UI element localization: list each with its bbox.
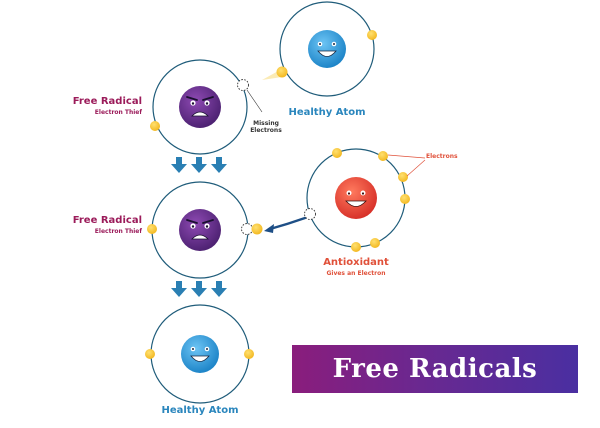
happy-face-icon [190, 346, 210, 362]
banner-title: Free Radicals [332, 354, 538, 384]
electron [145, 349, 155, 359]
free-radical-top [150, 59, 263, 155]
arrow-down-icon [211, 281, 227, 297]
orbit-ring [152, 59, 248, 155]
nucleus [181, 335, 219, 373]
nucleus [179, 209, 221, 251]
arrow-down-icon [211, 157, 227, 173]
free-radical-middle-subtitle: Electron Thief [94, 228, 142, 235]
electron [400, 194, 410, 204]
nucleus [179, 86, 221, 128]
free-radical-middle [147, 181, 263, 279]
title-banner: Free Radicals [292, 345, 578, 393]
free-radical-top-subtitle: Electron Thief [94, 109, 142, 116]
arrow-down-icon [171, 157, 187, 173]
angry-face-icon [186, 96, 214, 117]
electron [367, 30, 377, 40]
smiling-face-icon [345, 190, 367, 207]
orbit-ring [279, 1, 375, 97]
arrow-down-icon [191, 157, 207, 173]
missing-electron-slot [241, 223, 253, 235]
healthy-atom-top [262, 1, 377, 97]
healthy-atom-bottom-label: Healthy Atom [161, 405, 239, 416]
electron [147, 224, 157, 234]
transfer-arrow [264, 216, 307, 233]
down-arrows-lower [171, 281, 227, 297]
electron [244, 349, 254, 359]
healthy-atom-top-label: Healthy Atom [288, 107, 366, 118]
incoming-electron [251, 223, 263, 235]
missing-electrons-label: Missing Electrons [244, 120, 288, 135]
down-arrows-upper [171, 157, 227, 173]
electron [370, 238, 380, 248]
missing-electrons-line2: Electrons [250, 126, 282, 134]
electrons-label: Electrons [426, 153, 458, 160]
missing-electron-slot [237, 79, 249, 91]
arrow-down-icon [171, 281, 187, 297]
given-electron-slot [304, 208, 316, 220]
nucleus [335, 177, 377, 219]
electron [398, 172, 408, 182]
moving-electron [262, 66, 288, 80]
electron [332, 148, 342, 158]
missing-electrons-line1: Missing [253, 120, 279, 127]
pointer-line [406, 159, 426, 177]
free-radical-top-title: Free Radical [72, 96, 142, 107]
pointer-line [387, 154, 426, 159]
antioxidant-atom [304, 148, 426, 252]
happy-face-icon [317, 41, 337, 57]
nucleus [308, 30, 346, 68]
electron [378, 151, 388, 161]
angry-face-icon [186, 219, 214, 240]
antioxidant-label: Antioxidant [323, 257, 389, 268]
antioxidant-subtitle: Gives an Electron [326, 270, 386, 277]
electron [150, 121, 160, 131]
free-radical-middle-title: Free Radical [72, 215, 142, 226]
pointer-line [246, 89, 263, 113]
healthy-atom-bottom [145, 304, 254, 404]
arrow-down-icon [191, 281, 207, 297]
electron [351, 242, 361, 252]
